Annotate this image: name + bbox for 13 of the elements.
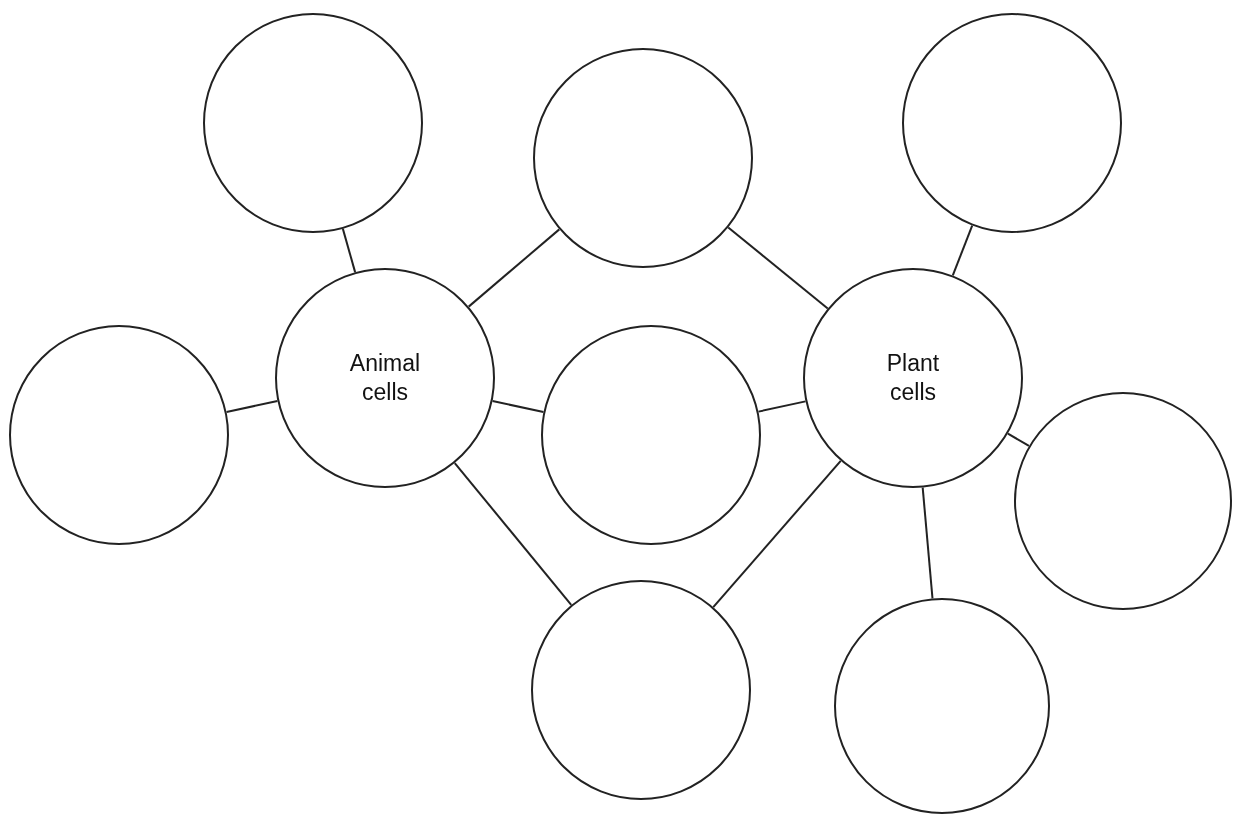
connector-line (951, 224, 974, 277)
connector-line (491, 400, 545, 413)
connector-line (712, 459, 842, 609)
connector-line (341, 227, 357, 274)
node-label: Animal cells (348, 349, 422, 407)
connector-line (727, 226, 829, 310)
connector-line (921, 486, 934, 600)
connector-line (757, 400, 807, 413)
connector-line (467, 228, 561, 308)
connector-line (453, 462, 573, 606)
connector-line (225, 400, 279, 413)
node-label: Plant cells (885, 349, 941, 407)
connector-line (1006, 432, 1030, 447)
